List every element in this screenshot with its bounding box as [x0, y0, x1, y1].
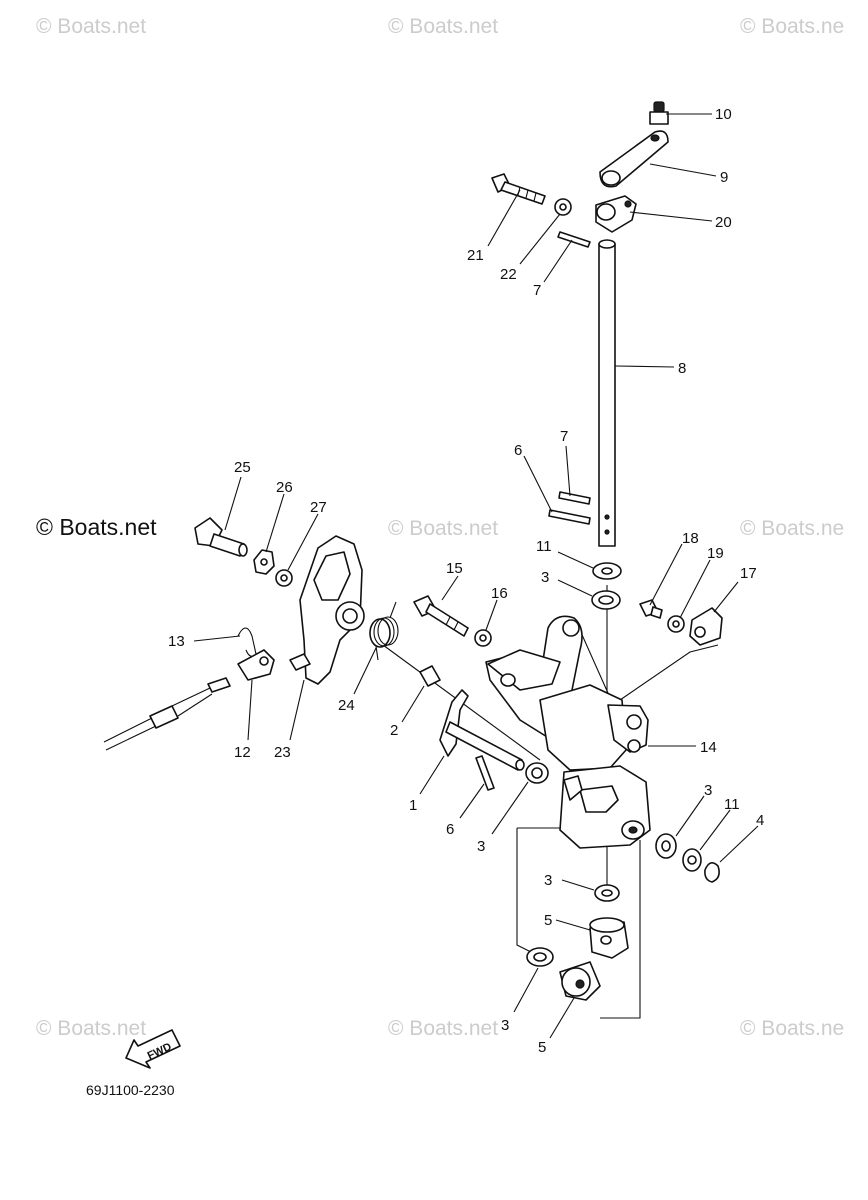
- callout-9: 9: [720, 169, 728, 186]
- bracket-assembly-part-14: [485, 615, 651, 849]
- washer-part-27: [275, 569, 293, 587]
- clip-part-13: [237, 627, 257, 657]
- lever-part-23: [289, 535, 365, 685]
- callout-14: 14: [700, 739, 717, 756]
- callout-3-left: 3: [477, 838, 485, 855]
- callout-24: 24: [338, 697, 355, 714]
- callout-22: 22: [500, 266, 517, 283]
- watermark-bottom-right: © Boats.ne: [740, 1017, 844, 1040]
- clip-part-17: [689, 607, 723, 646]
- callout-5-lower: 5: [538, 1039, 546, 1056]
- callout-3-center: 3: [544, 872, 552, 889]
- callout-20: 20: [715, 214, 732, 231]
- watermark-mid-right: © Boats.ne: [740, 517, 844, 540]
- callout-6-lower: 6: [446, 821, 454, 838]
- bolt-part-15: [413, 595, 469, 637]
- watermark-bottom-left: © Boats.net: [36, 1017, 146, 1040]
- callout-3-bottom: 3: [501, 1017, 509, 1034]
- bushing-part-3-center: [594, 884, 620, 902]
- callout-18: 18: [682, 530, 699, 547]
- callout-3-upper: 3: [541, 569, 549, 586]
- bolt-part-18: [639, 599, 663, 619]
- callout-13: 13: [168, 633, 185, 650]
- watermark-top-center: © Boats.net: [388, 15, 498, 38]
- callout-8: 8: [678, 360, 686, 377]
- bushing-part-3-right: [655, 833, 677, 859]
- callout-6-mid: 6: [514, 442, 522, 459]
- pins-part-6-7-mid: [548, 491, 591, 525]
- circlip-part-4: [704, 862, 720, 883]
- callout-10: 10: [715, 106, 732, 123]
- washer-part-16: [474, 629, 492, 647]
- watermark-bottom-center: © Boats.net: [388, 1017, 498, 1040]
- callout-5-upper: 5: [544, 912, 552, 929]
- spring-part-24: [369, 601, 399, 661]
- callout-3-right: 3: [704, 782, 712, 799]
- pin-part-2: [419, 665, 441, 687]
- callout-7-top: 7: [533, 282, 541, 299]
- bushing-part-3-upper: [591, 590, 621, 610]
- gear-part-5-lower: [559, 961, 601, 1001]
- bolt-part-21: [491, 173, 546, 205]
- leader-lines: [193, 113, 759, 1039]
- callout-12: 12: [234, 744, 251, 761]
- shift-cable: [103, 677, 231, 751]
- callout-numbers: 10 9 20 21 22 7 8 7 6 11 3 18 19 17 15 1…: [168, 106, 764, 1056]
- callout-19: 19: [707, 545, 724, 562]
- callout-1: 1: [409, 797, 417, 814]
- bushing-part-3-bottom: [526, 947, 554, 967]
- watermark-main: © Boats.net: [36, 514, 157, 540]
- callout-27: 27: [310, 499, 327, 516]
- bracket-part-20: [595, 195, 637, 233]
- shift-lever-part-1: [439, 689, 525, 771]
- callout-15: 15: [446, 560, 463, 577]
- bolt-part-25: [194, 517, 248, 557]
- grease-nipple-part-10: [649, 101, 669, 125]
- shaft-part-8: [598, 239, 616, 547]
- diagram-code: 69J1100-2230: [86, 1082, 175, 1098]
- bushing-part-3-left: [525, 762, 549, 784]
- callout-4: 4: [756, 812, 764, 829]
- arm-part-9: [599, 130, 669, 188]
- joint-part-12: [237, 649, 275, 681]
- washer-part-11-lower: [682, 848, 702, 872]
- callout-23: 23: [274, 744, 291, 761]
- callout-11-lower: 11: [724, 796, 740, 813]
- gear-part-5-upper: [589, 917, 629, 959]
- pin-part-7-top: [557, 231, 591, 248]
- watermark-mid-center: © Boats.net: [388, 517, 498, 540]
- washer-part-22: [554, 198, 572, 216]
- nut-part-26: [253, 549, 275, 575]
- callout-25: 25: [234, 459, 251, 476]
- washer-part-11-upper: [592, 562, 622, 580]
- callout-21: 21: [467, 247, 484, 264]
- watermark-top-left: © Boats.net: [36, 15, 146, 38]
- callout-26: 26: [276, 479, 293, 496]
- pin-part-6-lower: [475, 755, 495, 791]
- watermark-top-right: © Boats.ne: [740, 15, 844, 38]
- callout-7-mid: 7: [560, 428, 568, 445]
- callout-17: 17: [740, 565, 757, 582]
- washer-part-19: [667, 615, 685, 633]
- callout-2: 2: [390, 722, 398, 739]
- callout-11-upper: 11: [536, 538, 552, 555]
- callout-16: 16: [491, 585, 508, 602]
